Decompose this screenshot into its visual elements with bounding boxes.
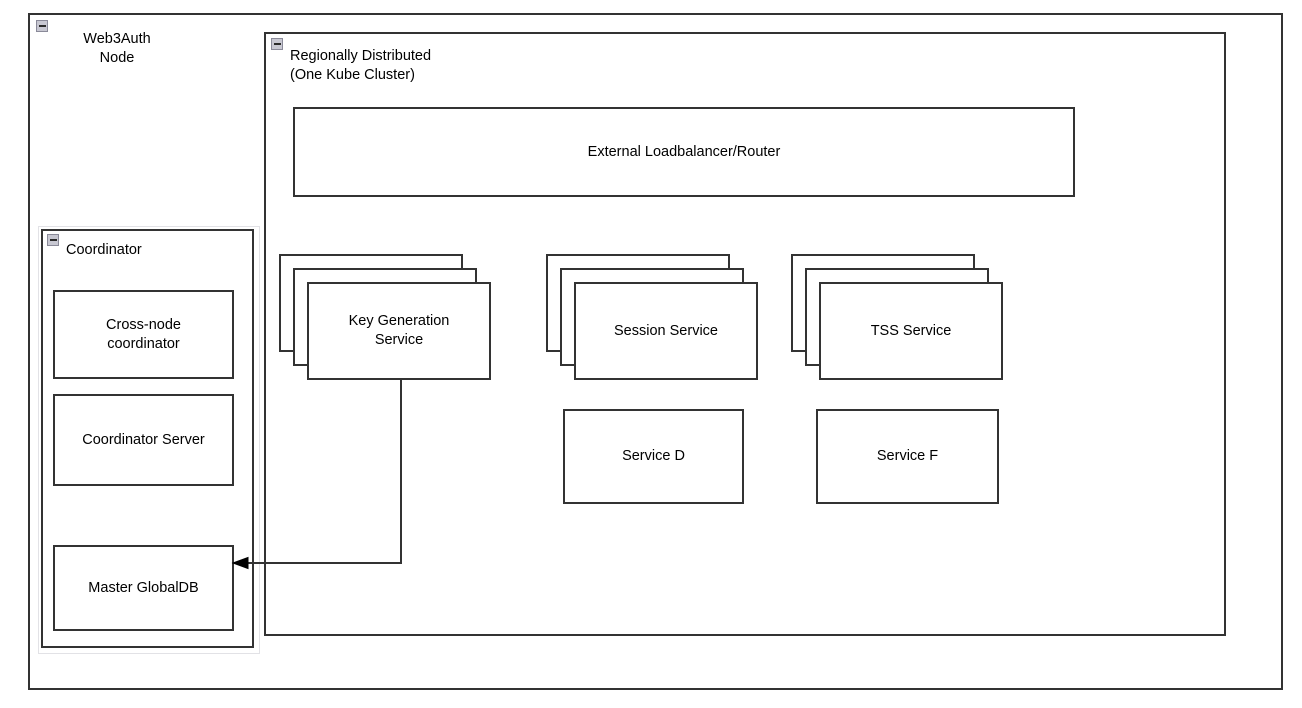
session-service-stack[interactable]: Session Service (546, 254, 758, 380)
web3auth-node-title: Web3Auth Node (83, 31, 151, 66)
master-globaldb-label: Master GlobalDB (88, 579, 199, 596)
coordinator-title: Coordinator (66, 242, 142, 258)
tss-service-label: TSS Service (870, 322, 952, 339)
key-generation-service-label: Key Generation Service (348, 313, 450, 348)
kube-cluster-title: Regionally Distributed (One Kube Cluster… (290, 48, 432, 83)
service-f-label: Service F (876, 448, 939, 464)
service-f-box[interactable]: Service F (816, 409, 999, 504)
tss-service-layer-front[interactable]: TSS Service (819, 282, 1003, 380)
external-loadbalancer-box[interactable]: External Loadbalancer/Router (293, 107, 1075, 197)
session-service-label: Session Service (614, 322, 718, 339)
coordinator-server-box[interactable]: Coordinator Server (53, 394, 234, 486)
key-generation-service-stack[interactable]: Key Generation Service (279, 254, 491, 380)
coordinator-collapse-icon[interactable] (47, 234, 59, 246)
cross-node-coordinator-label: Cross-node coordinator (106, 316, 181, 352)
session-service-layer-front[interactable]: Session Service (574, 282, 758, 380)
external-loadbalancer-label: External Loadbalancer/Router (587, 143, 781, 160)
service-d-label: Service D (622, 448, 685, 464)
cross-node-coordinator-box[interactable]: Cross-node coordinator (53, 290, 234, 379)
master-globaldb-box[interactable]: Master GlobalDB (53, 545, 234, 631)
tss-service-stack[interactable]: TSS Service (791, 254, 1003, 380)
web3auth-node-collapse-icon[interactable] (36, 20, 48, 32)
kube-cluster-collapse-icon[interactable] (271, 38, 283, 50)
key-generation-service-layer-front[interactable]: Key Generation Service (307, 282, 491, 380)
service-d-box[interactable]: Service D (563, 409, 744, 504)
coordinator-server-label: Coordinator Server (82, 431, 205, 448)
